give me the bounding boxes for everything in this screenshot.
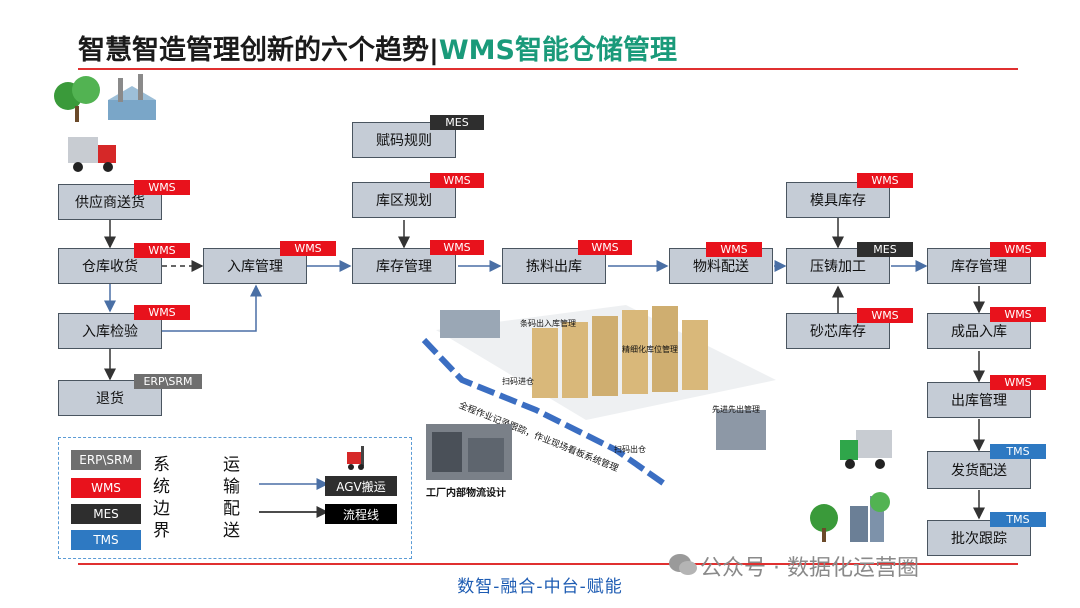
tag-tms: TMS xyxy=(990,512,1046,527)
legend-agv: AGV搬运 xyxy=(325,476,397,496)
legend-system-border-text: 系统边界 xyxy=(153,455,170,541)
tag-wms: WMS xyxy=(430,240,484,255)
tag-mes: MES xyxy=(857,242,913,257)
tag-wms: WMS xyxy=(990,307,1046,322)
tag-erp-srm: ERP\SRM xyxy=(134,374,202,389)
legend-panel: ERP\SRM WMS MES TMS 系统边界 运输配送 AGV搬运 流程线 xyxy=(58,437,412,559)
bottom-divider xyxy=(78,563,1018,565)
watermark-text: 公众号 · 数据化运营圈 xyxy=(700,556,919,581)
node-supplier-delivery[interactable]: 供应商送货 xyxy=(58,184,162,220)
delivery-truck-icon xyxy=(840,430,892,469)
agv-forklift-icon xyxy=(347,446,364,470)
warehouse-illustration xyxy=(421,305,776,488)
tag-wms: WMS xyxy=(134,180,190,195)
tag-mes: MES xyxy=(430,115,484,130)
tag-wms: WMS xyxy=(990,242,1046,257)
title-accent: WMS智能仓储管理 xyxy=(438,35,677,66)
page-title: 智慧智造管理创新的六个趋势|WMS智能仓储管理 xyxy=(78,28,677,67)
tag-wms: WMS xyxy=(134,305,190,320)
node-zone-planning[interactable]: 库区规划 xyxy=(352,182,456,218)
illustration-label: 条码出入库管理 xyxy=(520,319,576,328)
illustration-label: 先进先出管理 xyxy=(712,405,760,414)
city-icon xyxy=(810,492,890,542)
legend-transport-text: 运输配送 xyxy=(223,455,240,541)
supplier-truck-icon xyxy=(68,137,116,172)
legend-erp-srm: ERP\SRM xyxy=(71,450,141,470)
tag-wms: WMS xyxy=(990,375,1046,390)
legend-mes: MES xyxy=(71,504,141,524)
node-mold-inventory[interactable]: 模具库存 xyxy=(786,182,890,218)
footer-slogan: 数智-融合-中台-赋能 xyxy=(457,577,623,597)
top-divider xyxy=(78,68,1018,70)
tag-wms: WMS xyxy=(578,240,632,255)
tag-wms: WMS xyxy=(857,308,913,323)
legend-wms: WMS xyxy=(71,478,141,498)
factory-logistics-photo xyxy=(426,424,512,480)
node-batch-tracking[interactable]: 批次跟踪 xyxy=(927,520,1031,556)
legend-arrows xyxy=(259,478,329,518)
tag-wms: WMS xyxy=(134,243,190,258)
factory-caption: 工厂内部物流设计 xyxy=(426,488,506,499)
legend-process-line: 流程线 xyxy=(325,504,397,524)
tag-wms: WMS xyxy=(706,242,762,257)
illustration-label: 扫码出仓 xyxy=(614,445,646,454)
node-picking-outbound[interactable]: 拣料出库 xyxy=(502,248,606,284)
wechat-icon xyxy=(669,554,697,575)
factory-icon xyxy=(54,74,156,122)
illustration-label: 扫码进仓 xyxy=(502,377,534,386)
tag-wms: WMS xyxy=(857,173,913,188)
title-main: 智慧智造管理创新的六个趋势| xyxy=(78,35,439,66)
illustration-label: 精细化库位管理 xyxy=(622,345,678,354)
legend-tms: TMS xyxy=(71,530,141,550)
tag-tms: TMS xyxy=(990,444,1046,459)
tag-wms: WMS xyxy=(430,173,484,188)
node-inventory-management-2[interactable]: 库存管理 xyxy=(927,248,1031,284)
tag-wms: WMS xyxy=(280,241,336,256)
node-coding-rules[interactable]: 赋码规则 xyxy=(352,122,456,158)
